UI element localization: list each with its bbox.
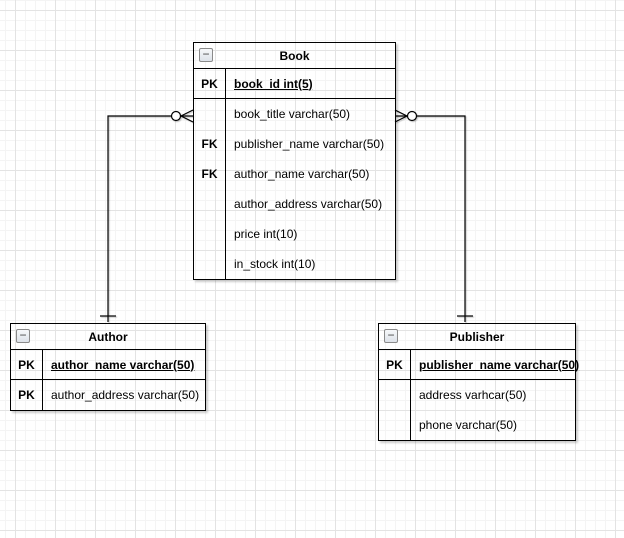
connector-line[interactable]	[107, 115, 193, 322]
row-key: FK	[194, 159, 226, 189]
row-field: in_stock int(10)	[234, 257, 316, 271]
table-header: − Author	[11, 324, 205, 350]
row-field: book_title varchar(50)	[234, 107, 351, 121]
row-field: author_name varchar(50)	[234, 167, 370, 181]
row-field: book_id int(5)	[234, 76, 313, 91]
entity-table-publisher[interactable]: − Publisher PK publisher_name varchar(50…	[378, 323, 579, 441]
table-row: price int(10)	[194, 219, 395, 249]
row-field: phone varchar(50)	[419, 418, 518, 432]
table-row: phone varchar(50)	[379, 410, 575, 440]
row-field: publisher_name varchar(50)	[234, 137, 385, 151]
table-row: PK author_address varchar(50)	[11, 380, 205, 410]
row-field: author_name varchar(50)	[51, 357, 195, 372]
row-key	[194, 249, 226, 279]
row-field: address varhcar(50)	[419, 388, 527, 402]
zero-circle	[406, 110, 418, 122]
table-title: Book	[279, 48, 310, 63]
collapse-icon[interactable]: −	[16, 329, 30, 343]
row-key: FK	[194, 129, 226, 159]
row-key	[194, 219, 226, 249]
row-key: PK	[11, 350, 43, 379]
table-header: − Publisher	[379, 324, 575, 350]
row-field: price int(10)	[234, 227, 298, 241]
table-row: FK author_name varchar(50)	[194, 159, 395, 189]
table-row: PK author_name varchar(50)	[11, 350, 205, 380]
row-key: PK	[379, 350, 411, 379]
row-field: publisher_name varchar(50)	[419, 357, 580, 372]
collapse-icon[interactable]: −	[384, 329, 398, 343]
row-key: PK	[11, 380, 43, 410]
row-key	[194, 189, 226, 219]
table-row: book_title varchar(50)	[194, 99, 395, 129]
row-field: author_address varchar(50)	[51, 388, 200, 402]
table-row: FK publisher_name varchar(50)	[194, 129, 395, 159]
table-row: PK publisher_name varchar(50)	[379, 350, 579, 380]
row-key: PK	[194, 69, 226, 98]
table-title: Author	[88, 329, 128, 344]
table-row: in_stock int(10)	[194, 249, 395, 279]
entity-table-book[interactable]: − Book PK book_id int(5) book_title varc…	[193, 42, 396, 280]
table-header: − Book	[194, 43, 395, 69]
relationship-book-author[interactable]	[100, 109, 194, 322]
collapse-icon[interactable]: −	[199, 48, 213, 62]
table-row: PK book_id int(5)	[194, 69, 395, 99]
connector-line[interactable]	[395, 115, 466, 322]
row-key	[379, 410, 411, 440]
row-key	[194, 99, 226, 129]
relationship-book-publisher[interactable]	[394, 109, 473, 322]
row-field: author_address varchar(50)	[234, 197, 383, 211]
table-row: address varhcar(50)	[379, 380, 575, 410]
table-title: Publisher	[449, 329, 505, 344]
entity-table-author[interactable]: − Author PK author_name varchar(50) PK a…	[10, 323, 206, 411]
table-row: author_address varchar(50)	[194, 189, 395, 219]
row-key	[379, 380, 411, 410]
zero-circle	[170, 110, 182, 122]
